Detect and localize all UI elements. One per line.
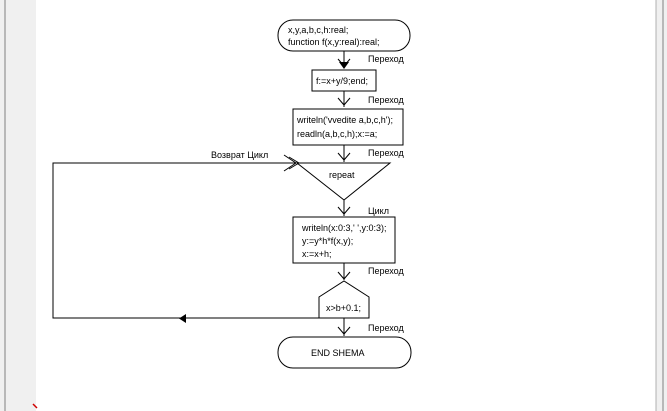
body-line-1: writeln(x:0:3,' ',y:0:3); [301, 223, 386, 233]
connector-6: Переход [337, 318, 404, 336]
connector-4: Цикл [337, 200, 389, 216]
connector-1: Переход [337, 51, 404, 69]
perehod-label-3: Переход [368, 148, 404, 158]
cikl-label: Цикл [368, 206, 389, 216]
repeat-text: repeat [329, 170, 355, 180]
input-line-1: writeln('vvedite a,b,c,h'); [296, 115, 393, 125]
condition-text: x>b+0.1; [326, 303, 361, 313]
body-line-2: y:=y*h*f(x,y); [302, 236, 353, 246]
start-line-2: function f(x,y:real):real; [288, 37, 380, 47]
start-block[interactable]: x,y,a,b,c,h:real; function f(x,y:real):r… [277, 19, 411, 52]
perehod-label-5: Переход [368, 323, 404, 333]
end-text: END SHEMA [311, 348, 365, 358]
body-line-3: x:=x+h; [302, 249, 332, 259]
input-block[interactable]: writeln('vvedite a,b,c,h'); readln(a,b,c… [292, 108, 404, 146]
function-block[interactable]: f:=x+y/9;end; [311, 69, 377, 92]
perehod-label-1: Переход [368, 54, 404, 64]
connector-5: Переход [337, 263, 404, 280]
connector-2: Переход [337, 91, 404, 107]
repeat-block[interactable]: repeat [295, 162, 392, 201]
start-line-1: x,y,a,b,c,h:real; [288, 25, 348, 35]
function-text: f:=x+y/9;end; [316, 76, 368, 86]
perehod-label-2: Переход [368, 95, 404, 105]
connector-3: Переход [337, 145, 404, 162]
vozvrat-label: Возврат Цикл [211, 150, 268, 160]
return-loop-connector: Возврат Цикл [52, 150, 319, 323]
loop-body-block[interactable]: writeln(x:0:3,' ',y:0:3); y:=y*h*f(x,y);… [292, 216, 396, 264]
perehod-label-4: Переход [368, 266, 404, 276]
input-line-2: readln(a,b,c,h);x:=a; [297, 129, 377, 139]
end-block[interactable]: END SHEMA [277, 336, 412, 369]
condition-block[interactable]: x>b+0.1; [318, 280, 370, 319]
red-mark [32, 403, 38, 409]
